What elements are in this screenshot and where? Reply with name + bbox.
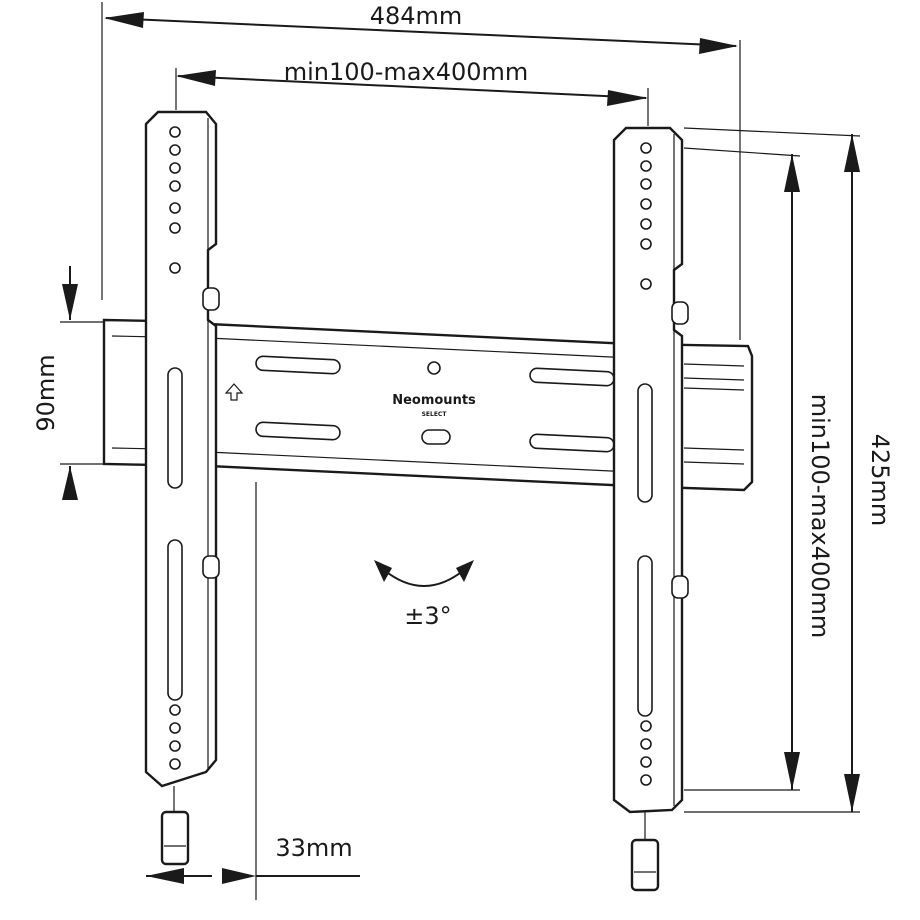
right-pull-cord-handle xyxy=(630,838,660,892)
left-arm-holes-bottom xyxy=(169,704,181,770)
brand-logo: Neomounts SELECT xyxy=(392,393,476,418)
vesa-vertical-label: min100-max400mm xyxy=(806,394,834,639)
dimension-overall-height: 425mm xyxy=(683,127,894,813)
right-arm-holes-top xyxy=(640,142,652,290)
left-arm-holes-top xyxy=(169,126,181,274)
overall-width-label: 484mm xyxy=(370,2,463,30)
vesa-horizontal-label: min100-max400mm xyxy=(284,58,529,86)
tilt-label: ±3° xyxy=(404,602,451,630)
overall-height-label: 425mm xyxy=(866,434,894,527)
rail-height-label: 90mm xyxy=(32,354,60,431)
dimension-vesa-vertical: min100-max400mm xyxy=(683,147,834,791)
tilt-indicator: ±3° xyxy=(374,560,474,630)
right-vertical-arm xyxy=(612,126,689,840)
dimension-vesa-horizontal: min100-max400mm xyxy=(175,58,649,126)
right-arm-holes-bottom xyxy=(640,720,652,786)
dimension-rail-height: 90mm xyxy=(32,266,104,500)
brand-tagline: SELECT xyxy=(422,411,448,418)
wall-distance-label: 33mm xyxy=(275,834,352,862)
dimension-wall-distance: 33mm xyxy=(146,482,360,900)
dimension-overall-width: 484mm xyxy=(101,2,741,340)
left-pull-cord-handle xyxy=(160,810,190,866)
brand-name: Neomounts xyxy=(392,393,476,408)
left-vertical-arm xyxy=(144,110,220,812)
